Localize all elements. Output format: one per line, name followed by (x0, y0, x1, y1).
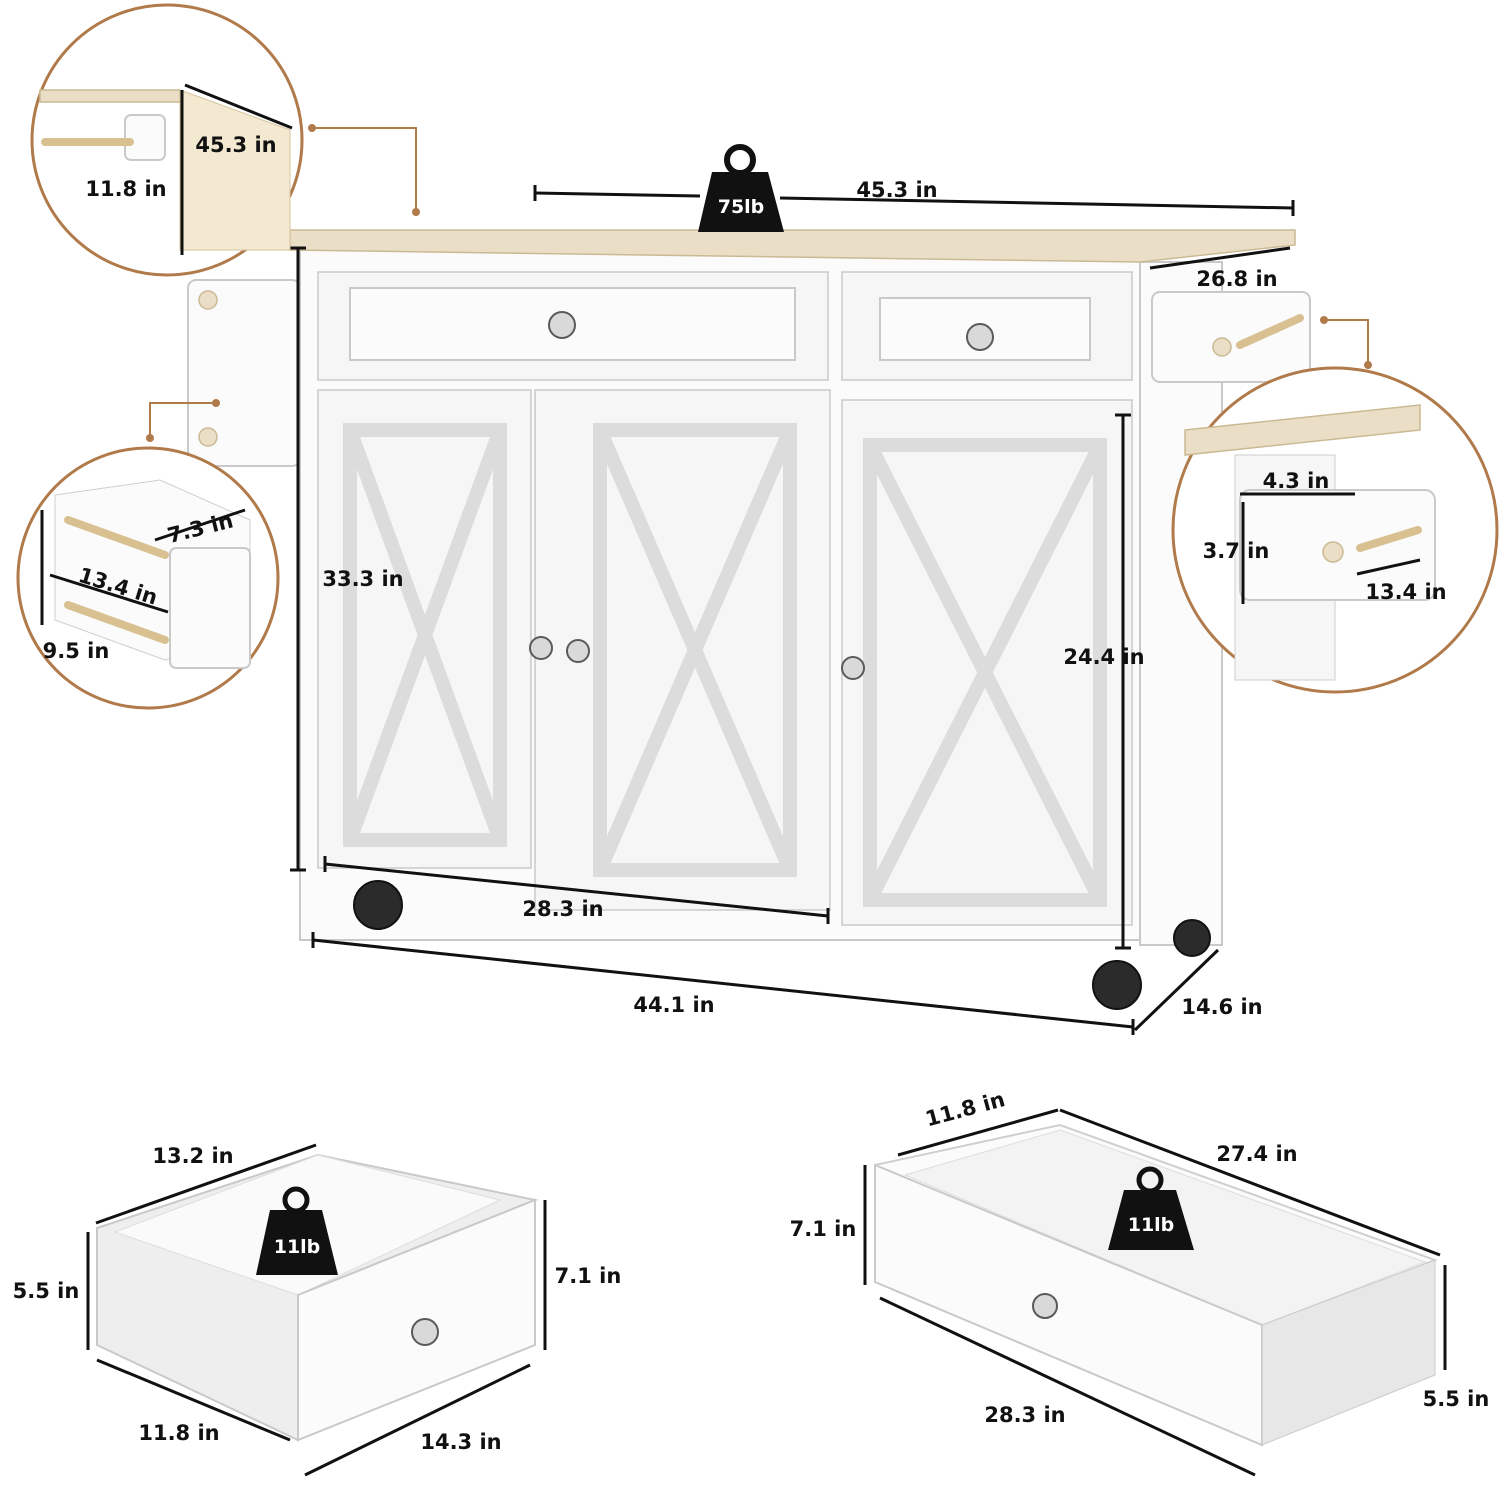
right-towel-rack-panel (1151, 291, 1311, 383)
small-drawer-depth-label: 11.8 in (138, 1421, 219, 1445)
weight-icon (1108, 1190, 1194, 1250)
small-drawer-front-width-label: 14.3 in (420, 1430, 501, 1454)
left-rack-peg-top (198, 290, 218, 310)
large-drawer-side (1261, 1259, 1436, 1446)
callout-mid-left-rod-top (64, 516, 169, 559)
door-left-x-brace (343, 423, 507, 847)
right-towel-rod (1236, 314, 1304, 349)
right-rack-peg (1212, 337, 1232, 357)
callout-mid-left-rod-bottom (64, 601, 169, 644)
base-depth-label: 14.6 in (1181, 995, 1262, 1019)
weight-badge-ring (724, 144, 756, 176)
drawer-small-knob (966, 323, 994, 351)
base-width-label: 44.1 in (633, 993, 714, 1017)
callout-top-left-counter (39, 89, 181, 103)
weight-icon (698, 172, 784, 232)
height-left-label: 33.3 in (322, 567, 403, 591)
callout-mid-left-height-label: 9.5 in (43, 639, 110, 663)
large-drawer-side-height-label: 5.5 in (1423, 1387, 1490, 1411)
callout-right-counter (1184, 404, 1421, 456)
callout-right-depth-label: 4.3 in (1263, 469, 1330, 493)
large-drawer-knob (1032, 1293, 1058, 1319)
callout-right: 4.3 in 3.7 in 13.4 in (1171, 316, 1499, 694)
large-drawer-width-label: 27.4 in (1216, 1142, 1297, 1166)
left-rack-peg-bottom (198, 427, 218, 447)
large-drawer-diagram: 11lb 11.8 in 27.4 in 7.1 in 28.3 in 5.5 … (790, 1087, 1490, 1477)
small-drawer-front (297, 1198, 536, 1442)
large-drawer-front-width-label: 28.3 in (984, 1403, 1065, 1427)
weight-badge-main: 75lb (698, 144, 784, 232)
callout-right-width-label: 13.4 in (1365, 580, 1446, 604)
callout-top-left-leader (310, 127, 417, 212)
small-drawer-width-label: 13.2 in (152, 1144, 233, 1168)
large-drawer-depth-label: 11.8 in (923, 1087, 1008, 1131)
small-drawer-front-height-label: 7.1 in (555, 1264, 622, 1288)
top-depth-label: 26.8 in (1196, 267, 1277, 291)
door-right-x-brace (863, 438, 1107, 907)
cabinet-width-label: 28.3 in (522, 897, 603, 921)
drawer-large-knob (548, 311, 576, 339)
callout-right-rod (1356, 526, 1422, 552)
callout-right-height-label: 3.7 in (1203, 539, 1270, 563)
callout-top-left: 45.3 in 11.8 in (30, 3, 420, 277)
callout-top-left-bracket (124, 114, 166, 161)
height-right-label: 24.4 in (1063, 645, 1144, 669)
door-knob-left (529, 636, 553, 660)
callout-mid-left-bracket (169, 547, 251, 669)
door-knob-right (841, 656, 865, 680)
caster-wheel-front-left (353, 880, 403, 930)
large-drawer-weight-label: 11lb (1128, 1214, 1175, 1236)
callout-right-peg (1322, 541, 1344, 563)
door-center-x-brace (593, 423, 797, 877)
main-dimension-lines: 45.3 in 26.8 in 33.3 in 24.4 in 28.3 in … (290, 178, 1295, 1035)
top-width-label: 45.3 in (856, 178, 937, 202)
door-knob-center (566, 639, 590, 663)
callout-mid-left-leader (149, 402, 214, 438)
small-drawer-diagram: 11lb 13.2 in 5.5 in 7.1 in 11.8 in 14.3 … (13, 1143, 622, 1477)
small-drawer-weight-label: 11lb (274, 1236, 321, 1258)
callout-mid-left: 7.3 in 13.4 in 9.5 in (16, 399, 280, 710)
small-drawer-side-height-label: 5.5 in (13, 1279, 80, 1303)
callout-top-left-side (179, 89, 291, 251)
caster-wheel-front-right (1092, 960, 1142, 1010)
callout-top-left-height-label: 45.3 in (195, 133, 276, 157)
kitchen-island-cabinet (187, 229, 1311, 1010)
callout-right-leader (1324, 319, 1369, 365)
large-drawer-front-height-label: 7.1 in (790, 1217, 857, 1241)
caster-wheel-back-right (1173, 919, 1211, 957)
small-drawer-knob (411, 1318, 439, 1346)
weight-icon (256, 1210, 338, 1275)
callout-top-left-depth-label: 11.8 in (85, 177, 166, 201)
main-weight-label: 75lb (718, 196, 765, 218)
